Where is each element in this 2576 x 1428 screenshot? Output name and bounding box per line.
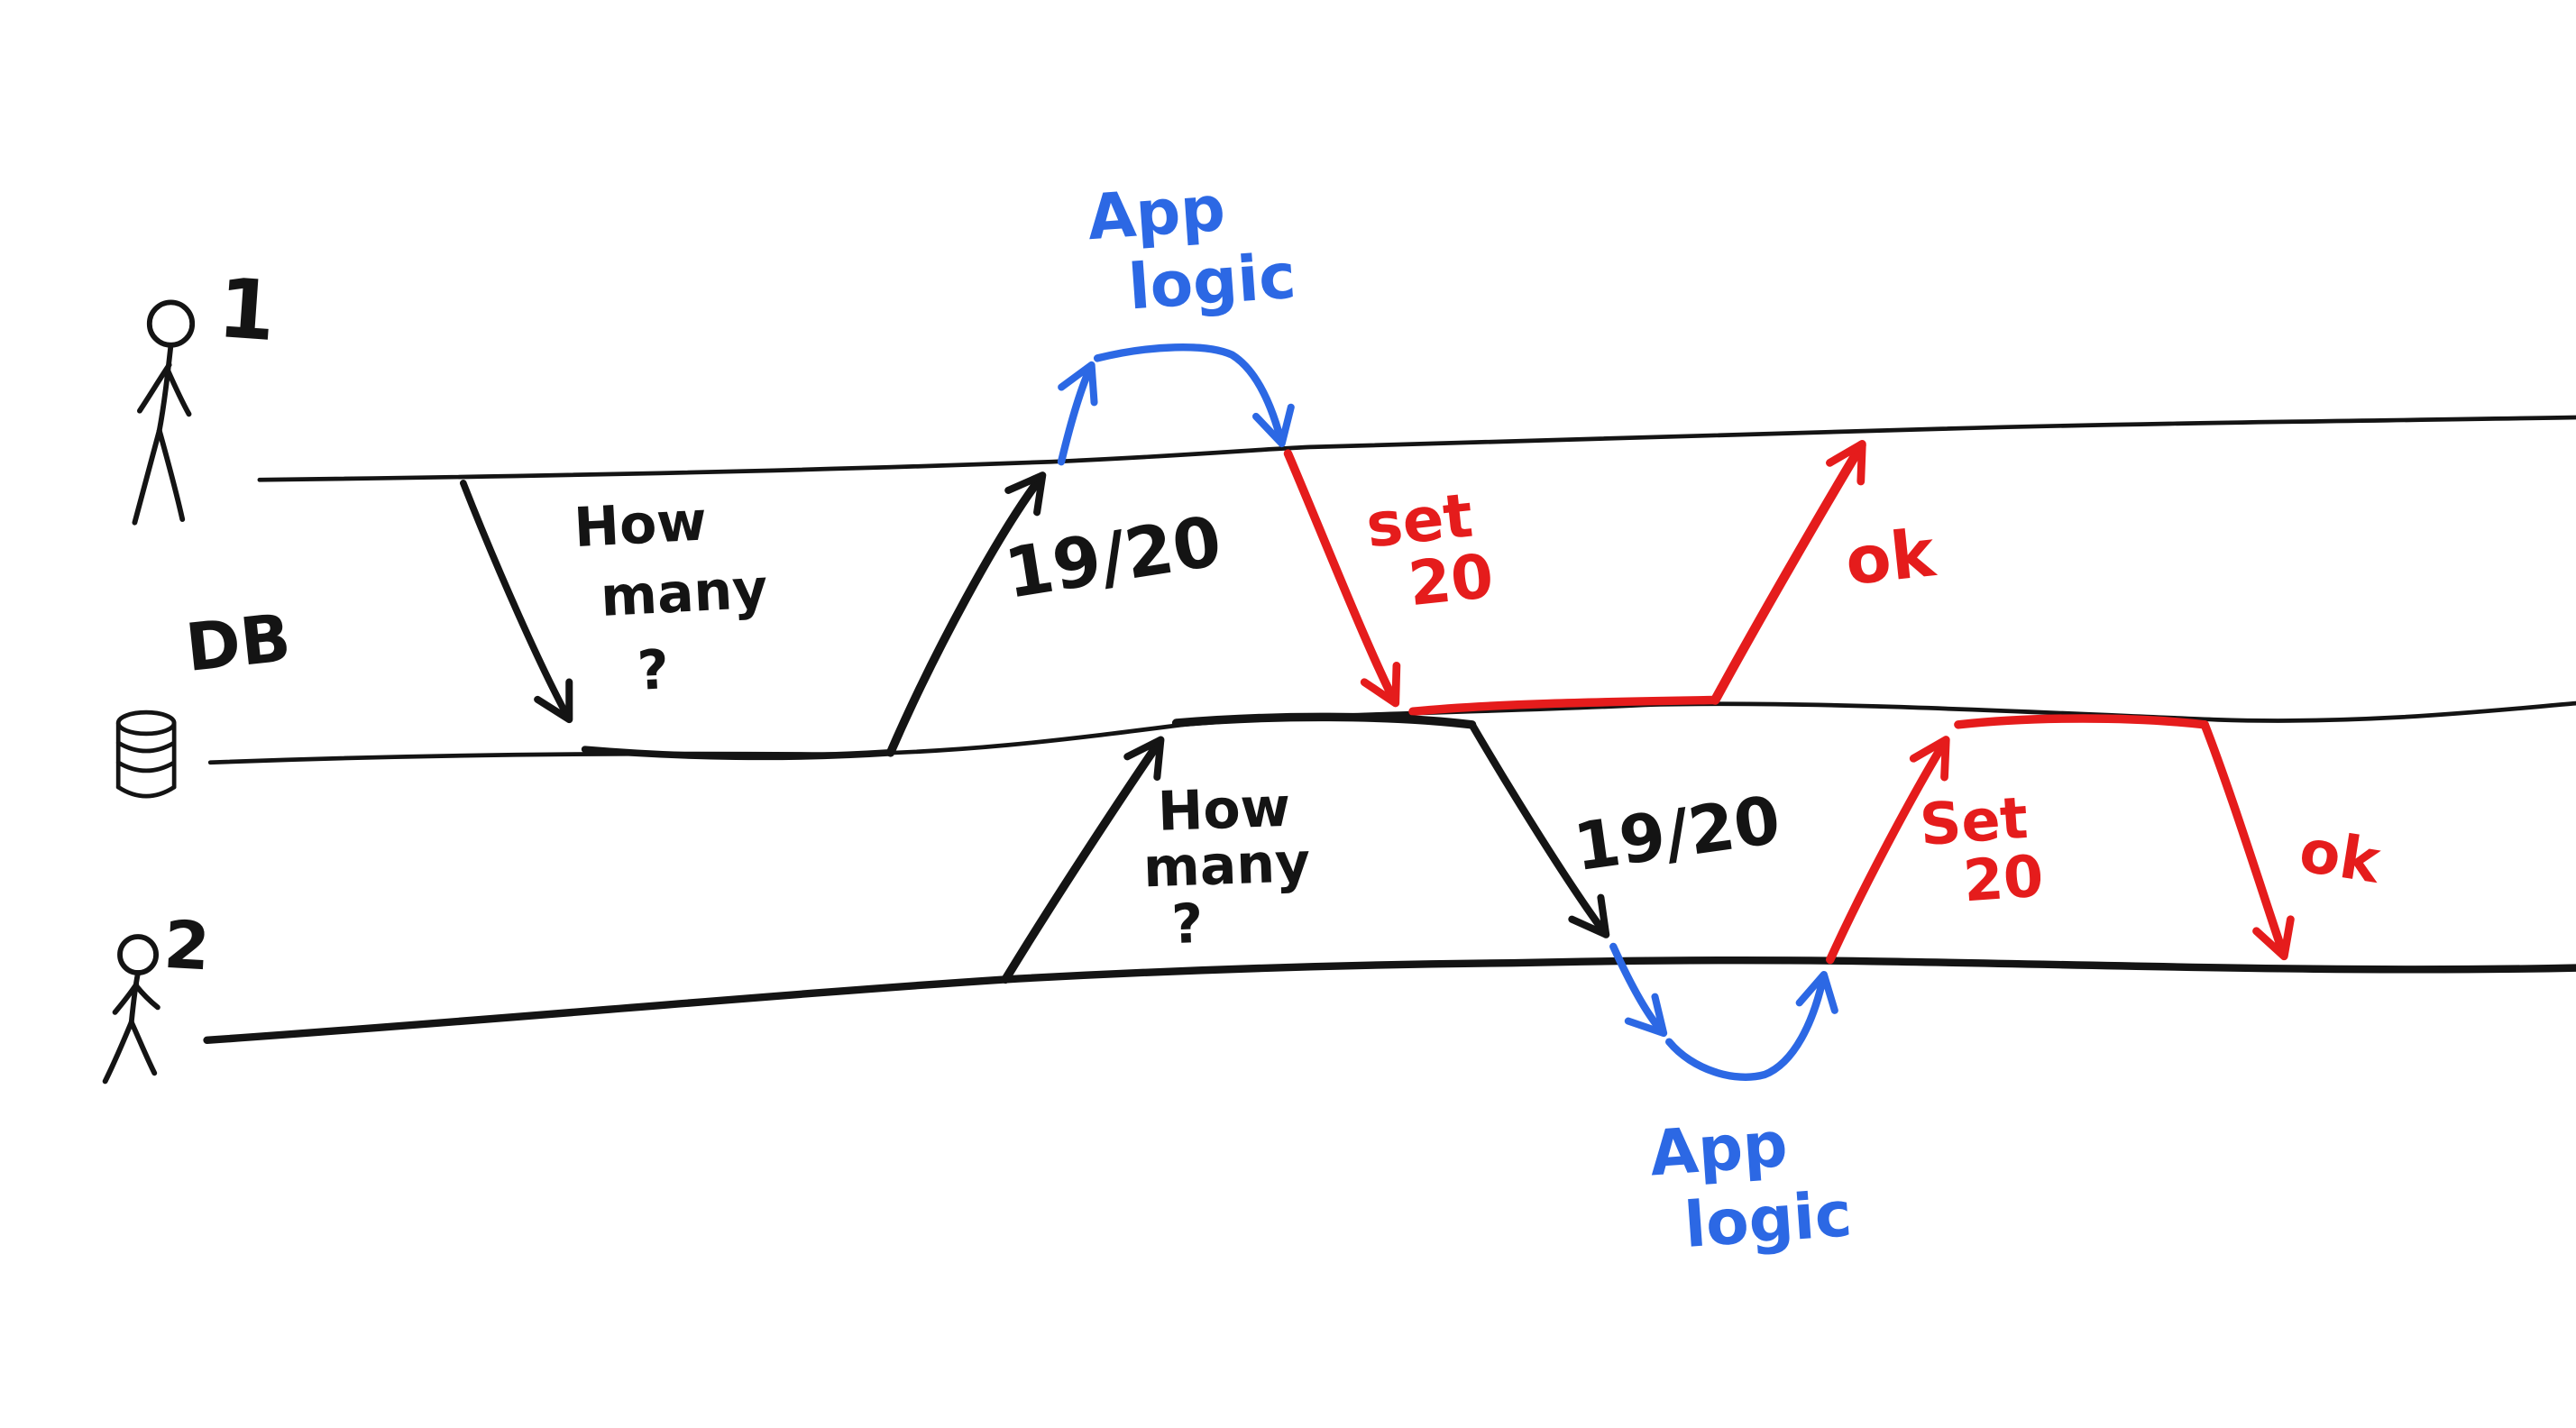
- user1-set-label: set 20: [1362, 480, 1497, 620]
- user1-label: 1: [215, 261, 279, 360]
- user2-writeback: Set 20 ok: [1826, 714, 2386, 965]
- user1-set-label-line2: 20: [1405, 540, 1497, 619]
- user2-query-label-line3: ?: [1170, 892, 1204, 957]
- user2-transaction: How many ? 19/20: [1001, 712, 1785, 984]
- db-label: DB: [182, 600, 294, 687]
- user1-result-arrow: [885, 471, 1047, 757]
- user2-stick-figure-head: [117, 934, 160, 976]
- user1-applogic-label-line2: logic: [1126, 241, 1298, 325]
- user2-stick-figure-leg-right: [128, 1019, 158, 1076]
- user1-query-arrow: [459, 480, 573, 724]
- user2-lifeline: [203, 956, 2576, 1045]
- user2-set-label-line1: Set: [1918, 785, 2031, 859]
- user1-set-arrow: [1283, 449, 1401, 708]
- user2-label: 2: [162, 907, 212, 986]
- user2-applogic-label: App logic: [1647, 1109, 1855, 1262]
- user2-stick-figure-body: [128, 970, 141, 1025]
- user1-applogic-in-arrow: [1057, 361, 1098, 466]
- db-cylinder-band-2: [115, 760, 177, 774]
- user2-applogic-out-arrow: [1665, 970, 1838, 1081]
- user1-transaction: How many ? 19/20: [459, 471, 1227, 761]
- user1-query-label-line3: ?: [636, 638, 670, 703]
- db-cylinder-top: [115, 709, 177, 737]
- user2-ok-label: ok: [2295, 817, 2386, 897]
- user2-query-arrow: [1001, 736, 1165, 984]
- user2-set-label: Set 20: [1918, 785, 2046, 916]
- user1-stick-figure-body: [156, 342, 174, 434]
- user1-applogic-label-line1: App: [1085, 173, 1227, 254]
- user2-result-label: 19/20: [1570, 782, 1785, 886]
- user1-db-write-segment: [1408, 695, 1719, 717]
- user1-ok-arrow: [1710, 440, 1866, 705]
- db-cylinder-band-1: [115, 740, 177, 754]
- user1-query-label: How many ?: [573, 490, 769, 703]
- user1-db-processing-segment: [581, 746, 894, 761]
- user2-app-logic: App logic: [1609, 942, 1855, 1262]
- user2-query-label-line2: many: [1142, 831, 1312, 900]
- user2-set-label-line2: 20: [1961, 843, 2046, 915]
- user2-db-write-segment: [1954, 714, 2209, 729]
- user1-applogic-out-arrow: [1093, 343, 1295, 448]
- user2-applogic-label-line2: logic: [1682, 1178, 1855, 1262]
- user1-stick-figure-head: [146, 299, 196, 348]
- user1-app-logic: App logic: [1057, 173, 1298, 466]
- actor-db: DB: [115, 600, 294, 799]
- user1-stick-figure-leg-right: [156, 427, 186, 522]
- user1-stick-figure-arm-right: [164, 367, 192, 417]
- user1-ok-label: ok: [1842, 515, 1939, 600]
- user2-result-arrow: [1468, 720, 1610, 938]
- user2-query-label: How many ?: [1142, 776, 1312, 957]
- user1-result-label: 19/20: [1000, 501, 1227, 615]
- user1-query-label-line1: How: [573, 490, 709, 560]
- user2-stick-figure-leg-left: [102, 1019, 134, 1085]
- actor-user1: 1: [132, 261, 279, 526]
- user2-set-arrow: [1826, 736, 1950, 965]
- user1-query-label-line2: many: [599, 557, 769, 629]
- db-cylinder-bottom: [115, 784, 177, 799]
- user2-applogic-label-line1: App: [1647, 1109, 1790, 1190]
- user1-set-label-line1: set: [1362, 480, 1476, 562]
- user1-stick-figure-leg-left: [132, 427, 162, 526]
- user1-writeback: set 20 ok: [1283, 440, 1939, 717]
- user2-stick-figure-arm-right: [133, 983, 160, 1011]
- actor-user2: 2: [102, 907, 212, 1085]
- user2-ok-arrow: [2200, 720, 2295, 961]
- user2-applogic-in-arrow: [1609, 942, 1668, 1038]
- user2-query-label-line1: How: [1157, 776, 1291, 844]
- user2-db-processing-segment: [1171, 712, 1477, 729]
- user1-applogic-label: App logic: [1085, 173, 1298, 325]
- user1-lifeline: [257, 415, 2576, 482]
